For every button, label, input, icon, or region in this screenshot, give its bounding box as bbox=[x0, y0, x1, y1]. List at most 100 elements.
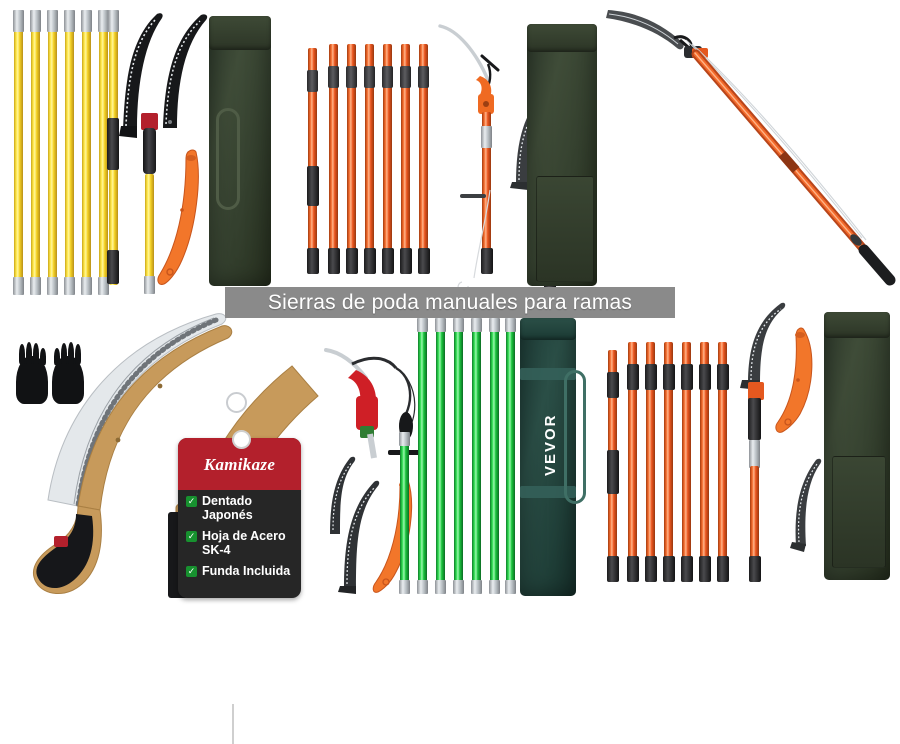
pole-cap bbox=[108, 10, 119, 32]
pole-cap bbox=[30, 277, 41, 295]
bag-pocket bbox=[536, 176, 594, 282]
extension-pole bbox=[454, 326, 463, 588]
pole-cap bbox=[435, 580, 446, 594]
list-item: ✓ Funda Incluida bbox=[186, 564, 298, 578]
extension-pole bbox=[400, 440, 409, 588]
pole-cap bbox=[489, 318, 500, 332]
extension-pole bbox=[383, 44, 392, 270]
pole-joint bbox=[699, 364, 711, 390]
pole-cap bbox=[30, 10, 41, 32]
pole-end-cap bbox=[699, 556, 711, 582]
pole-end-cap bbox=[749, 556, 761, 582]
pole-cap bbox=[453, 318, 464, 332]
pole-end-cap bbox=[607, 556, 619, 582]
pole-cap bbox=[489, 580, 500, 594]
pole-end-cap bbox=[681, 556, 693, 582]
extension-pole bbox=[646, 342, 655, 580]
blade-sheath bbox=[157, 149, 199, 285]
telescopic-pole-pruner bbox=[606, 10, 896, 286]
glove-finger bbox=[19, 344, 25, 364]
pole-joint bbox=[400, 66, 411, 88]
tile-orange-pole-pruner-kit[interactable] bbox=[296, 0, 597, 293]
glove-finger bbox=[26, 342, 32, 364]
pole-joint bbox=[418, 66, 429, 88]
pole-cap bbox=[64, 10, 75, 32]
pole-end-cap bbox=[418, 248, 430, 274]
saw-pole-grip bbox=[748, 398, 761, 440]
tag-ring bbox=[226, 392, 247, 413]
pole-end-cap bbox=[364, 248, 376, 274]
bag-pocket bbox=[832, 456, 886, 568]
tag-feature-list: ✓ Dentado Japonés ✓ Hoja de Acero SK-4 ✓… bbox=[186, 494, 298, 585]
saw-handle bbox=[143, 128, 156, 174]
saw-head-collar bbox=[748, 382, 764, 400]
bag-flap bbox=[824, 312, 890, 338]
extension-pole bbox=[65, 30, 74, 285]
tag-hole bbox=[232, 430, 251, 449]
pole-end-cap bbox=[717, 556, 729, 582]
pole-cap bbox=[399, 432, 410, 446]
glove-finger bbox=[54, 348, 60, 365]
glove-finger bbox=[61, 343, 67, 364]
pole-end-cap bbox=[400, 248, 412, 274]
pole-joint bbox=[307, 70, 318, 92]
title-banner: Sierras de poda manuales para ramas bbox=[225, 287, 675, 318]
pruner-head-red bbox=[324, 348, 426, 459]
carry-bag bbox=[209, 16, 271, 286]
pole-joint bbox=[607, 372, 619, 398]
glove-finger bbox=[33, 343, 39, 364]
tile-telescopic-pole-pruner[interactable] bbox=[600, 0, 900, 290]
bag-flap bbox=[209, 16, 271, 50]
kamikaze-hang-tag[interactable]: Kamikaze ✓ Dentado Japonés ✓ Hoja de Ace… bbox=[178, 438, 301, 598]
pole-cap bbox=[81, 277, 92, 295]
pole-end-cap bbox=[307, 248, 319, 274]
extension-pole bbox=[419, 44, 428, 270]
tag-brand-label: Kamikaze bbox=[203, 455, 276, 474]
pole-cap bbox=[98, 10, 109, 32]
bag-flap bbox=[527, 24, 597, 52]
tag-feature-label: Hoja de Acero SK-4 bbox=[202, 529, 286, 557]
pole-cap bbox=[399, 580, 410, 594]
extension-pole bbox=[99, 30, 108, 285]
pole-cap bbox=[13, 10, 24, 32]
saw-pole bbox=[145, 174, 154, 284]
bag-strap bbox=[520, 368, 576, 380]
glove-finger bbox=[40, 348, 46, 365]
check-icon: ✓ bbox=[186, 531, 197, 542]
extension-pole bbox=[718, 342, 727, 580]
pole-joint bbox=[645, 364, 657, 390]
pole-joint bbox=[328, 66, 339, 88]
pole-cap bbox=[435, 318, 446, 332]
pole-end-cap bbox=[481, 248, 493, 274]
bag-handle[interactable] bbox=[564, 370, 586, 504]
check-icon: ✓ bbox=[186, 566, 197, 577]
tag-feature-label: Dentado Japonés bbox=[202, 494, 253, 522]
blade-sheath bbox=[775, 327, 813, 433]
pole-cap bbox=[471, 318, 482, 332]
spare-saw-blade bbox=[790, 458, 822, 552]
pole-end-cap bbox=[645, 556, 657, 582]
pole-cap bbox=[471, 580, 482, 594]
pole-joint bbox=[717, 364, 729, 390]
extension-pole bbox=[472, 326, 481, 588]
extension-pole bbox=[506, 326, 515, 588]
extension-pole bbox=[308, 48, 317, 270]
pole-cap bbox=[98, 277, 109, 295]
pole-joint bbox=[382, 66, 393, 88]
tile-green-pole-pruner-kit[interactable]: VEVOR bbox=[320, 300, 600, 600]
pole-grip bbox=[607, 450, 619, 494]
bag-handle[interactable] bbox=[216, 108, 240, 210]
extension-pole bbox=[329, 44, 338, 270]
pole-end-cap bbox=[346, 248, 358, 274]
pole-end-cap bbox=[663, 556, 675, 582]
blade-collar bbox=[141, 113, 158, 130]
tile-yellow-pole-saw-kit[interactable] bbox=[0, 0, 271, 295]
vevor-logo: VEVOR bbox=[542, 413, 559, 476]
extension-pole bbox=[14, 30, 23, 285]
pole-joint bbox=[681, 364, 693, 390]
saw-blade bbox=[338, 480, 380, 594]
extension-pole bbox=[365, 44, 374, 270]
extension-pole bbox=[700, 342, 709, 580]
tile-orange-pole-saw-kit[interactable] bbox=[598, 300, 900, 600]
